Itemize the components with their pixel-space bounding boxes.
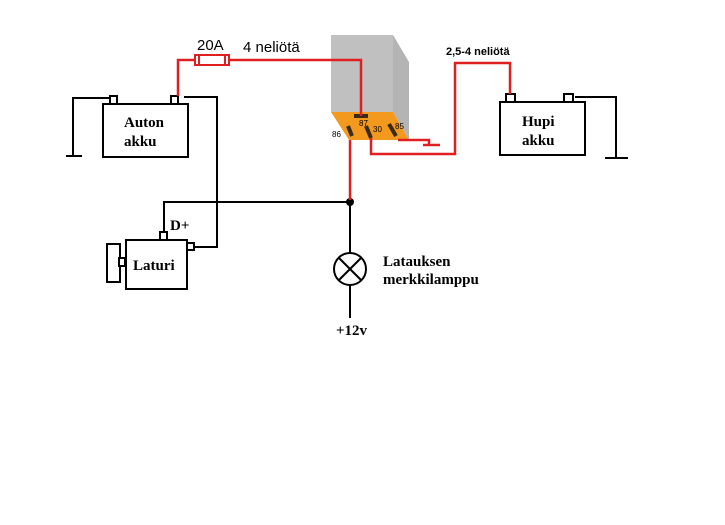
relay-side-face (393, 35, 409, 140)
aux-wire-gauge-label: 2,5-4 neliötä (446, 46, 510, 58)
car-battery-negative-terminal (109, 95, 118, 105)
alternator-shaft (118, 257, 126, 267)
aux-battery-ground-wire (575, 96, 617, 158)
aux-battery-body (499, 101, 586, 156)
relay-pin-85-blade (387, 122, 398, 138)
aux-battery-positive-terminal (505, 93, 516, 103)
car-battery-positive-terminal (170, 95, 179, 105)
relay-pin-86-label: 86 (332, 130, 341, 139)
aux-battery-label-line1: Hupi (522, 114, 555, 130)
lamp-cross-2 (338, 257, 362, 281)
fuse-to-relay-wire (229, 58, 363, 116)
car-battery-label-line1: Auton (124, 115, 165, 131)
relay-pin-87-label: 87 (359, 119, 368, 128)
aux-battery: Hupi akku (499, 93, 586, 156)
alternator-d-plus-terminal (159, 231, 168, 241)
car-battery-label-line2: akku (124, 134, 157, 150)
lamp-label-line1: Latauksen (383, 254, 451, 270)
aux-battery-label-line2: akku (522, 133, 555, 149)
relay-pin-85-label: 85 (395, 122, 404, 131)
fuse-body (194, 54, 230, 66)
fuse (194, 54, 230, 66)
alternator-label: Laturi (133, 258, 175, 274)
supply-label: +12v (336, 323, 368, 339)
main-feed-wire (176, 58, 195, 96)
car-battery-ground-wire (72, 97, 111, 156)
relay: 87 86 30 85 (331, 35, 409, 140)
alternator: Laturi D+ (106, 218, 195, 290)
aux-battery-negative-terminal (563, 93, 574, 103)
relay-85-ground-wire (398, 138, 431, 144)
relay-30-to-aux-battery-wire (369, 61, 512, 156)
alternator-body (125, 239, 188, 290)
relay-pin-86-blade (346, 125, 354, 137)
main-wire-gauge-label: 4 neliötä (243, 39, 300, 56)
alternator-b-plus-terminal (186, 242, 195, 251)
junction-dot (346, 198, 354, 206)
fuse-rating-label: 20A (197, 37, 224, 54)
relay-pin-30-label: 30 (373, 125, 382, 134)
car-battery-to-alternator-wire (184, 96, 218, 248)
lamp-label-line2: merkkilamppu (383, 272, 479, 288)
car-battery: Auton akku (102, 95, 189, 158)
d-plus-label: D+ (170, 218, 189, 234)
d-plus-wire (163, 201, 350, 232)
relay-pin-30-blade (364, 125, 373, 139)
charge-indicator-lamp: Latauksen merkkilamppu (333, 252, 479, 288)
car-battery-body (102, 103, 189, 158)
